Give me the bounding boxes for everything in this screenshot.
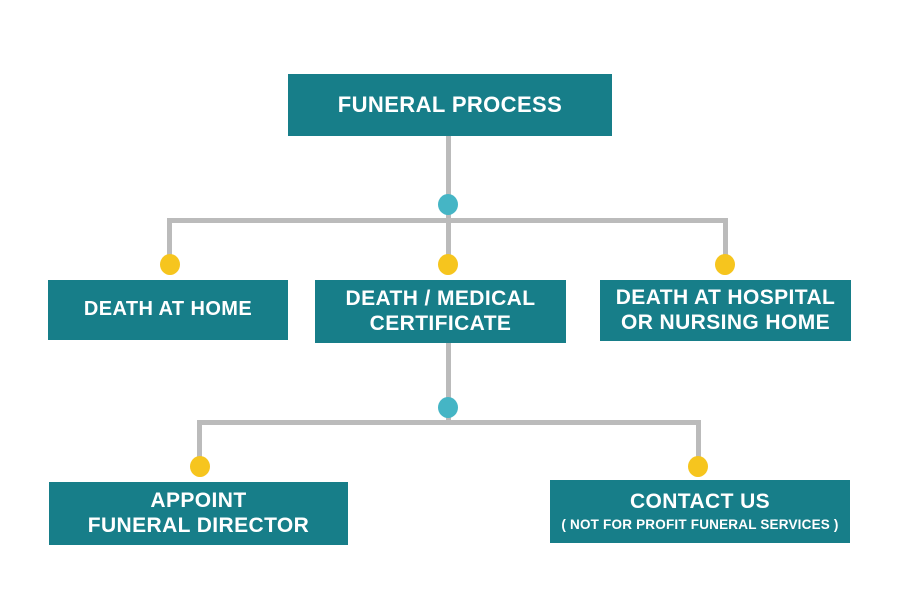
node-death-at-hospital-line1: DEATH AT HOSPITAL (615, 285, 836, 309)
node-death-medical-certificate-line2: CERTIFICATE (369, 311, 512, 335)
node-appoint-funeral-director-line2: FUNERAL DIRECTOR (87, 513, 310, 537)
node-death-at-home-label: DEATH AT HOME (83, 298, 253, 321)
connector-medical-down (446, 343, 451, 423)
connector-root-down (446, 136, 451, 221)
branch-dot-home (160, 254, 180, 275)
node-contact-us: CONTACT US ( NOT FOR PROFIT FUNERAL SERV… (550, 480, 850, 543)
node-death-at-hospital: DEATH AT HOSPITAL OR NURSING HOME (600, 280, 851, 341)
connector-tier2-horizontal (198, 420, 701, 425)
branch-dot-medical (438, 254, 458, 275)
node-appoint-funeral-director: APPOINT FUNERAL DIRECTOR (49, 482, 348, 545)
node-death-at-hospital-line2: OR NURSING HOME (620, 310, 830, 334)
connector-tier1-right-drop (723, 218, 728, 260)
node-funeral-process-label: FUNERAL PROCESS (337, 92, 563, 118)
node-appoint-funeral-director-line1: APPOINT (150, 488, 247, 512)
node-death-at-home: DEATH AT HOME (48, 280, 288, 340)
junction-dot-top (438, 194, 458, 215)
branch-dot-director (190, 456, 210, 477)
node-contact-us-title: CONTACT US (629, 490, 771, 514)
connector-tier2-left-drop (197, 420, 202, 458)
node-funeral-process: FUNERAL PROCESS (288, 74, 612, 136)
branch-dot-hospital (715, 254, 735, 275)
node-death-medical-certificate-line1: DEATH / MEDICAL (345, 286, 536, 310)
node-contact-us-subtitle: ( NOT FOR PROFIT FUNERAL SERVICES ) (561, 516, 839, 532)
junction-dot-bottom (438, 397, 458, 418)
node-death-medical-certificate: DEATH / MEDICAL CERTIFICATE (315, 280, 566, 343)
connector-tier1-left-drop (167, 218, 172, 260)
connector-tier1-center-drop (446, 218, 451, 260)
connector-tier2-right-drop (696, 420, 701, 458)
branch-dot-contact (688, 456, 708, 477)
